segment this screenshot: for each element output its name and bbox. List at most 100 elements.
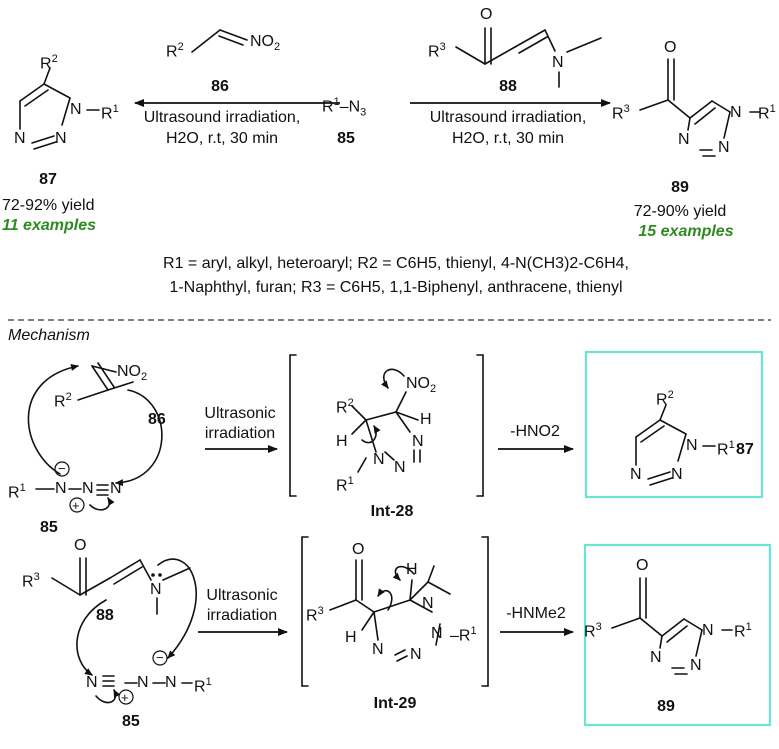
atom-r2-87: R2 — [40, 53, 58, 73]
examples-89: 15 examples — [638, 223, 734, 240]
yield-89: 72-90% yield — [633, 203, 727, 220]
reaction-arrows — [134, 99, 611, 636]
atom-r2-p87: R2 — [656, 389, 674, 409]
atom-r1-mech2: R1 — [194, 676, 212, 696]
atom-r1-87: R1 — [101, 103, 119, 123]
atom-n3-89: N — [678, 131, 690, 148]
mech2-elimination: -HNMe2 — [506, 605, 566, 622]
product-87-structure — [635, 404, 716, 486]
product-87-box — [584, 350, 764, 499]
atom-n3-p89: N — [650, 649, 662, 666]
label-86-mech1: 86 — [148, 411, 166, 428]
atom-n2-89: N — [718, 139, 730, 156]
atom-r1-p89: R1 — [734, 621, 752, 641]
atom-n2-int29: N — [410, 646, 422, 663]
atom-n-me-int29: N — [422, 595, 434, 612]
enaminone-88-structure — [455, 27, 602, 88]
atom-r1-int29: –R1 — [450, 625, 477, 645]
cond-right-line2: H2O, r.t, 30 min — [451, 130, 565, 147]
atom-n1-89: N — [730, 104, 742, 121]
atom-n-mech2: N — [150, 581, 162, 598]
atom-h-b-int29: H — [406, 561, 418, 578]
atom-n-c-mech1: N — [110, 480, 122, 497]
nitroalkene-86-structure — [191, 29, 248, 53]
atom-o-89: O — [664, 39, 677, 56]
atom-o-mech2: O — [74, 537, 87, 554]
atom-n1-p87: N — [686, 437, 698, 454]
svg-text:−: − — [156, 650, 164, 665]
product-89-box — [583, 543, 772, 727]
atom-n3-int29: N — [372, 641, 384, 658]
atom-o-88: O — [480, 6, 493, 23]
label-89-mech2: 89 — [657, 698, 675, 715]
triazole-87-structure — [19, 67, 100, 150]
atom-o-int29: O — [352, 541, 365, 558]
label-int28: Int-28 — [370, 503, 414, 520]
svg-text:+: + — [121, 690, 129, 705]
cond-left-line1: Ultrasound irradiation, — [143, 109, 301, 126]
substituents-line2: 1-Naphthyl, furan; R3 = C6H5, 1,1-Biphen… — [169, 279, 623, 296]
int29-structure — [301, 536, 489, 687]
atom-r3-p89: R3 — [584, 621, 602, 641]
atom-n2-p87: N — [671, 466, 683, 483]
atom-no2-86: NO2 — [250, 33, 281, 54]
atom-n-b-mech1: N — [82, 480, 94, 497]
examples-87: 11 examples — [2, 217, 96, 234]
atom-r1-89: R1 — [758, 103, 776, 123]
int28-structure — [289, 354, 484, 497]
atom-r3-int29: R3 — [306, 605, 324, 625]
atom-r1-p87: R1 — [717, 439, 735, 459]
atom-n1-87: N — [70, 101, 82, 118]
label-89: 89 — [671, 179, 689, 196]
atom-r2-int28: R2 — [336, 397, 354, 417]
mech1-reactants-structure — [35, 362, 134, 496]
mech1-cond-line2: irradiation — [204, 425, 276, 442]
atom-r3-mech2: R3 — [22, 571, 40, 591]
label-int29: Int-29 — [373, 695, 417, 712]
atom-r3-89: R3 — [612, 103, 630, 123]
svg-text:+: + — [72, 498, 80, 513]
label-85: 85 — [337, 130, 355, 147]
mech1-elimination: -HNO2 — [510, 423, 560, 440]
label-85-mech2: 85 — [122, 713, 140, 730]
mech1-curved-arrows — [27, 363, 163, 511]
cond-right-line1: Ultrasound irradiation, — [429, 109, 587, 126]
mech2-cond-line1: Ultrasonic — [206, 587, 278, 604]
atom-h-a-int28: H — [336, 433, 348, 450]
atom-n3-int28: N — [412, 433, 424, 450]
svg-text:−: − — [58, 461, 66, 476]
mechanism-heading: Mechanism — [8, 327, 90, 344]
atom-n2-87: N — [55, 130, 67, 147]
atom-h-a-int29: H — [345, 629, 357, 646]
mech2-curved-arrows — [76, 558, 197, 704]
triazole-89-structure — [639, 58, 761, 157]
atom-no2-int28: NO2 — [406, 375, 437, 396]
label-87: 87 — [39, 171, 57, 188]
product-89-structure — [611, 577, 733, 675]
atom-n3-87: N — [14, 130, 26, 147]
atom-r1n-mech1: R1 — [8, 482, 26, 502]
atom-r2-86: R2 — [166, 41, 184, 61]
atom-h-b-int28: H — [420, 411, 432, 428]
mech2-reactants-structure — [51, 557, 193, 687]
substituents-line1: R1 = aryl, alkyl, heteroaryl; R2 = C6H5,… — [163, 255, 629, 272]
atom-r1n3-85: R1–N3 — [322, 96, 367, 119]
atom-n2-p89: N — [690, 657, 702, 674]
label-86: 86 — [211, 78, 229, 95]
atom-n-a-mech1: N — [55, 480, 67, 497]
mech2-cond-line2: irradiation — [206, 607, 278, 624]
atom-n3-p87: N — [630, 466, 642, 483]
yield-87: 72-92% yield — [2, 197, 95, 214]
mech1-cond-line1: Ultrasonic — [204, 405, 276, 422]
atom-r2-mech1: R2 — [54, 391, 72, 411]
atom-n-b-mech2: N — [137, 674, 149, 691]
atom-n-88: N — [552, 54, 564, 71]
atom-no2-mech1: NO2 — [117, 363, 148, 384]
atom-n1-p89: N — [702, 622, 714, 639]
label-85-mech1: 85 — [40, 519, 58, 536]
label-87-mech1: 87 — [736, 441, 754, 458]
cond-left-line2: H2O, r.t, 30 min — [165, 130, 279, 147]
label-88: 88 — [499, 78, 517, 95]
atom-r1-int28: R1 — [336, 475, 354, 495]
